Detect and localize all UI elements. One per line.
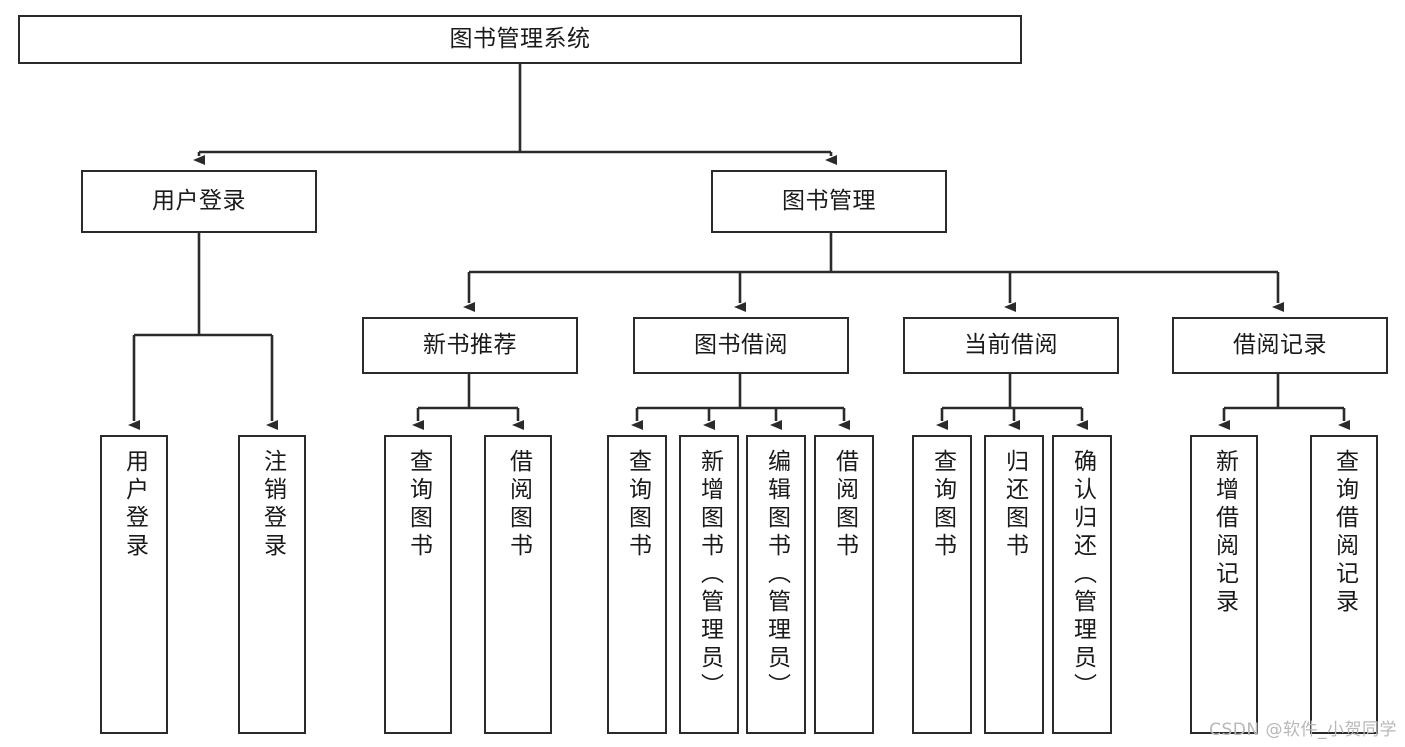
node-label: 新书推荐 (423, 331, 517, 358)
node-label: 当前借阅 (964, 331, 1058, 358)
node-label: 编辑图书（管理员） (763, 449, 790, 701)
node-label: 借阅图书 (831, 449, 858, 561)
leaf-borrow-book-bb[interactable]: 借阅图书 (814, 435, 874, 734)
node-book-borrow[interactable]: 图书借阅 (633, 317, 849, 374)
node-label: 图书借阅 (694, 331, 788, 358)
node-label: 借阅图书 (505, 449, 532, 561)
leaf-add-borrow-record[interactable]: 新增借阅记录 (1190, 435, 1258, 734)
node-label: 归还图书 (1001, 449, 1028, 561)
node-user-login[interactable]: 用户登录 (81, 170, 317, 233)
leaf-borrow-book-nbr[interactable]: 借阅图书 (484, 435, 552, 734)
node-label: 图书管理系统 (449, 25, 591, 52)
leaf-query-book-nbr[interactable]: 查询图书 (384, 435, 452, 734)
node-label: 查询图书 (624, 449, 651, 561)
node-borrow-record[interactable]: 借阅记录 (1172, 317, 1388, 374)
node-label: 用户登录 (121, 449, 148, 561)
node-label: 新增图书（管理员） (696, 449, 723, 701)
leaf-user-login[interactable]: 用户登录 (100, 435, 168, 734)
node-label: 查询图书 (405, 449, 432, 561)
leaf-return-book[interactable]: 归还图书 (984, 435, 1044, 734)
node-label: 注销登录 (259, 449, 286, 561)
node-current-borrow[interactable]: 当前借阅 (903, 317, 1119, 374)
node-label: 查询图书 (929, 449, 956, 561)
leaf-query-borrow-record[interactable]: 查询借阅记录 (1310, 435, 1378, 734)
node-label: 图书管理 (782, 187, 876, 214)
leaf-add-book-admin[interactable]: 新增图书（管理员） (679, 435, 739, 734)
node-label: 新增借阅记录 (1211, 449, 1238, 617)
node-label: 用户登录 (152, 187, 246, 214)
node-root-system[interactable]: 图书管理系统 (18, 15, 1022, 64)
node-book-management[interactable]: 图书管理 (711, 170, 947, 233)
node-new-book-recommend[interactable]: 新书推荐 (362, 317, 578, 374)
node-label: 借阅记录 (1233, 331, 1327, 358)
leaf-confirm-return-admin[interactable]: 确认归还（管理员） (1052, 435, 1112, 734)
node-label: 查询借阅记录 (1331, 449, 1358, 617)
leaf-query-book-cb[interactable]: 查询图书 (912, 435, 972, 734)
leaf-logout[interactable]: 注销登录 (238, 435, 306, 734)
node-label: 确认归还（管理员） (1069, 449, 1096, 701)
leaf-edit-book-admin[interactable]: 编辑图书（管理员） (746, 435, 806, 734)
leaf-query-book-bb[interactable]: 查询图书 (607, 435, 667, 734)
